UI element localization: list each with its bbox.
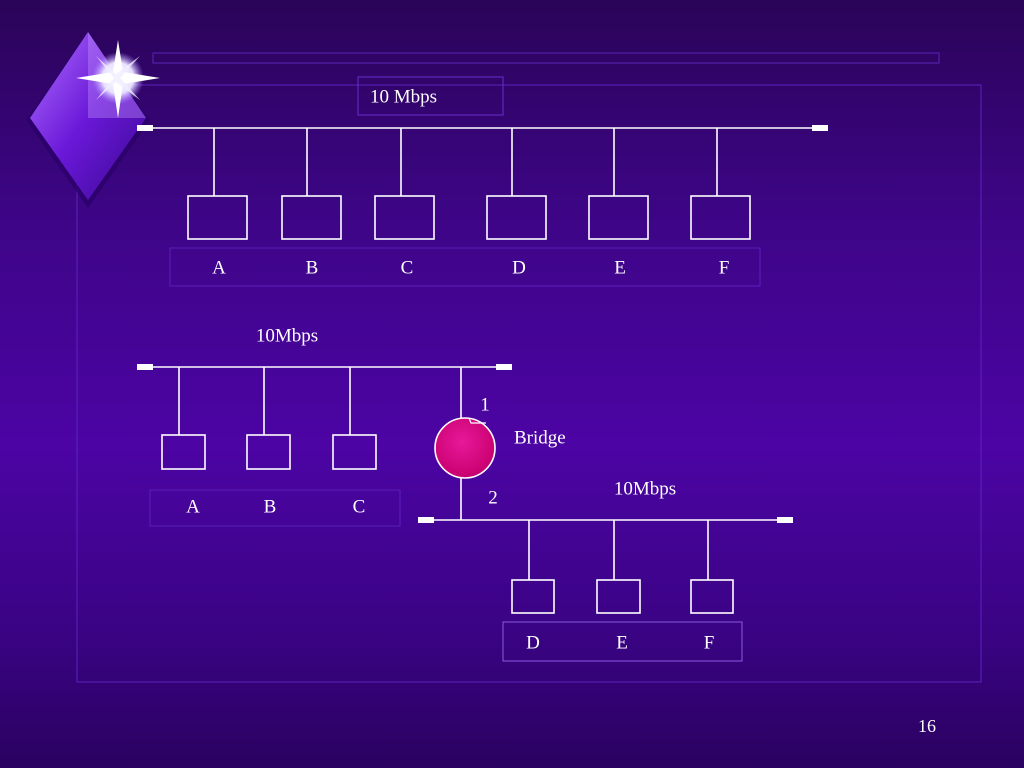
top-station-d bbox=[486, 195, 547, 240]
seg2-station-e bbox=[596, 579, 641, 614]
top-speed-label: 10 Mbps bbox=[370, 86, 438, 108]
seg2-station-label-f: F bbox=[703, 632, 715, 654]
segment1-stations bbox=[161, 434, 377, 470]
segment2-terminator-left bbox=[418, 517, 434, 523]
bridge-port2-label: 2 bbox=[488, 487, 498, 509]
segment2-stations bbox=[511, 579, 734, 614]
segment2-speed-label: 10Mbps bbox=[613, 478, 677, 500]
top-station-f bbox=[690, 195, 751, 240]
segment1-terminator-right bbox=[496, 364, 512, 370]
top-station-label-a: A bbox=[212, 257, 226, 279]
top-station-label-b: B bbox=[305, 257, 319, 279]
seg2-station-d bbox=[511, 579, 555, 614]
bridge-node bbox=[434, 417, 496, 479]
seg1-station-a bbox=[161, 434, 206, 470]
seg1-station-c bbox=[332, 434, 377, 470]
top-station-e bbox=[588, 195, 649, 240]
top-frame-line bbox=[152, 52, 940, 64]
seg2-station-label-e: E bbox=[616, 632, 628, 654]
top-labels-box bbox=[169, 247, 761, 287]
seg1-station-b bbox=[246, 434, 291, 470]
bridge-port1-mark bbox=[468, 417, 486, 424]
content-frame bbox=[76, 84, 982, 683]
segment1-terminator-left bbox=[137, 364, 153, 370]
top-station-b bbox=[281, 195, 342, 240]
top-bus bbox=[146, 127, 820, 196]
bridge-port1-label: 1 bbox=[480, 394, 490, 416]
top-bus-terminator-left bbox=[137, 125, 153, 131]
segment2-bus bbox=[426, 478, 786, 580]
seg1-station-label-a: A bbox=[186, 496, 200, 518]
top-station-label-f: F bbox=[718, 257, 730, 279]
top-station-label-c: C bbox=[400, 257, 414, 279]
seg2-station-label-d: D bbox=[526, 632, 540, 654]
segment1-bus bbox=[146, 366, 504, 435]
seg2-station-f bbox=[690, 579, 734, 614]
seg1-station-label-c: C bbox=[352, 496, 366, 518]
page-number: 16 bbox=[918, 716, 936, 736]
seg2-labels-box bbox=[502, 621, 743, 662]
top-station-a bbox=[187, 195, 248, 240]
segment2-terminator-right bbox=[777, 517, 793, 523]
seg1-labels-box bbox=[149, 489, 401, 527]
diamond-star-logo-icon bbox=[26, 32, 160, 208]
top-station-label-d: D bbox=[512, 257, 526, 279]
top-bus-terminator-right bbox=[812, 125, 828, 131]
segment1-speed-label: 10Mbps bbox=[255, 325, 319, 347]
top-station-label-e: E bbox=[614, 257, 626, 279]
seg1-station-label-b: B bbox=[263, 496, 277, 518]
top-station-c bbox=[374, 195, 435, 240]
top-speed-box bbox=[357, 76, 504, 116]
bridge-label: Bridge bbox=[514, 427, 566, 449]
top-stations bbox=[187, 195, 751, 240]
